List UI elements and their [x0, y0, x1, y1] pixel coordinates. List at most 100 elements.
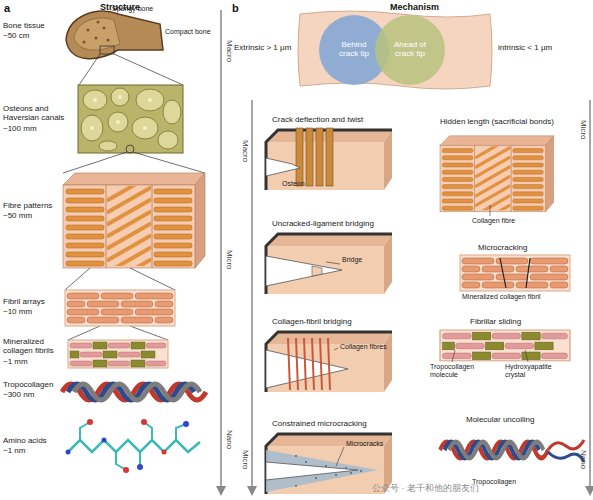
leader-line	[490, 205, 491, 216]
fibril-array	[155, 317, 173, 323]
fibril-array	[87, 317, 119, 323]
fibril-bridging-illustration	[312, 338, 314, 390]
fibril-array	[67, 301, 85, 307]
scale-axis	[585, 486, 593, 496]
microcracking-illustration	[336, 447, 344, 466]
fibril-array	[65, 290, 175, 326]
fibre-pattern-block	[154, 225, 192, 230]
fibre-pattern-block	[108, 224, 150, 248]
scale-axis	[216, 486, 226, 496]
osteon-illustration	[63, 85, 205, 173]
microcracking-illustration	[266, 462, 358, 480]
mineralized-fibril	[141, 351, 155, 358]
scale-axis-label: Nano	[578, 450, 587, 469]
scale-axis-label: Micro	[224, 250, 233, 270]
fibre-pattern-block	[66, 189, 104, 194]
microcracking-illustration	[266, 450, 378, 492]
bone-illustration	[66, 11, 183, 85]
bone-illustration	[66, 11, 163, 58]
fibre-pattern-block	[154, 207, 192, 212]
scale-value: ~50 cm	[3, 32, 29, 41]
fibril-array	[135, 309, 173, 315]
bone-illustration	[95, 37, 98, 40]
osteon-illustration	[63, 152, 127, 173]
osteon-illustration	[90, 126, 94, 130]
fibre-pattern-block	[108, 186, 150, 266]
mineralized-fibril	[80, 352, 102, 357]
microcracking-illustration	[295, 485, 297, 487]
fibril-microcracking-illustration	[460, 255, 570, 291]
mineralized-fibril	[146, 343, 166, 348]
osteon-illustration	[148, 98, 152, 102]
fibre-pattern-block	[63, 173, 205, 185]
osteon-illustration	[81, 115, 103, 141]
fibre-pattern-block	[66, 234, 104, 239]
crack-deflection-illustration	[316, 128, 323, 186]
crack-deflection-illustration	[296, 128, 303, 186]
mineralized-fibril	[118, 352, 140, 357]
ligament-bridging-illustration	[266, 234, 392, 294]
osteon-illustration	[133, 152, 205, 173]
mineralized-fibril	[68, 340, 168, 368]
osteon-illustration	[111, 88, 129, 106]
osteon-illustration	[118, 95, 122, 99]
part-label: Collagen fibres	[340, 343, 387, 351]
scale-axis	[220, 10, 222, 488]
fibril-bridging-illustration	[266, 332, 392, 392]
zoom-line	[65, 268, 90, 290]
fibril-bridging-illustration	[296, 338, 298, 390]
fibre-pattern-block	[154, 198, 192, 203]
level-name: Fibre patterns	[3, 202, 52, 211]
osteon-illustration	[158, 131, 178, 149]
amino-acid-chain	[66, 419, 201, 473]
scale-axis	[247, 100, 593, 496]
amino-acid-chain	[102, 438, 107, 443]
bone-illustration	[79, 54, 100, 85]
fibre-pattern-block	[152, 185, 153, 268]
fibre-pattern-block	[154, 252, 192, 257]
fibre-pattern-block	[154, 243, 192, 248]
scale-value: ~50 mm	[3, 212, 32, 221]
amino-acid-chain	[116, 452, 126, 470]
mineralized-fibril	[103, 351, 117, 358]
zone-label: Extrinsic > 1 µm	[234, 44, 291, 53]
part-label: Osteon	[282, 180, 305, 188]
crack-deflection-illustration	[266, 158, 300, 176]
crack-tip-circle: Ahead of crack tip	[374, 14, 446, 86]
fibril-array	[135, 293, 173, 299]
mechanism-title: Uncracked-ligament bridging	[272, 220, 374, 229]
hidden-length-illustration	[440, 136, 554, 225]
fibril-array	[65, 290, 175, 326]
crack-deflection-illustration	[326, 128, 333, 186]
panel-letter: a	[4, 2, 10, 14]
microcracking-illustration	[305, 461, 307, 463]
mineralized-fibril	[70, 343, 166, 366]
bone-illustration	[100, 46, 114, 54]
fibre-pattern-block	[106, 185, 107, 268]
osteon-illustration	[99, 141, 117, 151]
fibre-pattern-block	[154, 234, 192, 239]
panel-letter: b	[232, 2, 239, 14]
amino-acid-chain	[162, 450, 167, 455]
microcracking-illustration	[360, 470, 362, 472]
part-label: Spongy bone	[112, 5, 153, 13]
microcrack	[500, 258, 530, 288]
tropocollagen-helix	[74, 384, 200, 400]
fibril-bridging-illustration	[334, 348, 338, 350]
scale-axis	[216, 10, 226, 496]
scale-value: ~100 mm	[3, 125, 37, 134]
osteon-illustration	[163, 100, 181, 124]
fibril-array	[67, 309, 99, 315]
mineralized-fibril	[70, 342, 155, 367]
mineralized-fibril	[70, 343, 92, 348]
scale-value: ~1 mm	[3, 358, 28, 367]
scale-axis-label: Micro	[578, 120, 587, 140]
microcracking-illustration	[295, 455, 297, 457]
mineralized-fibril	[108, 343, 130, 348]
fibril-bridging-illustration	[266, 350, 348, 388]
mineralized-fibril	[131, 360, 145, 367]
mechanism-title: Constrained microcracking	[272, 420, 367, 429]
fibre-pattern-block	[66, 261, 104, 266]
fibre-pattern-block	[108, 236, 150, 260]
mechanism-title: Hidden length (sacrificial bonds)	[440, 118, 554, 127]
